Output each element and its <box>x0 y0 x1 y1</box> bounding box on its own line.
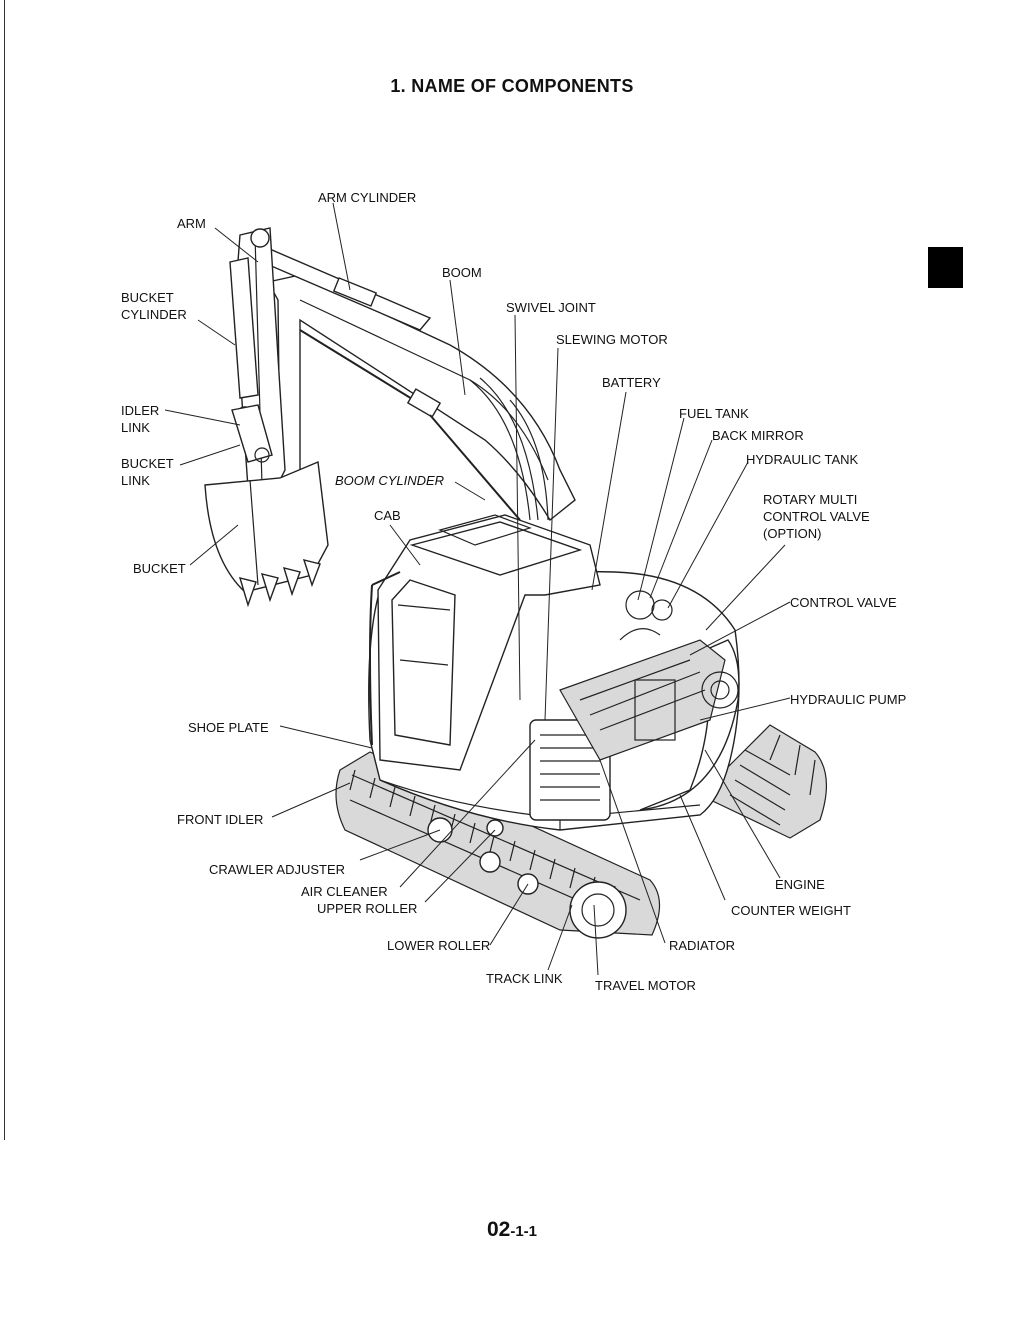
label-bucket-cylinder-line2: CYLINDER <box>121 307 187 322</box>
label-upper-roller: UPPER ROLLER <box>317 901 418 916</box>
label-idler-link-line1: IDLER <box>121 403 160 418</box>
label-engine: ENGINE <box>775 877 825 892</box>
label-arm-cylinder: ARM CYLINDER <box>318 190 417 205</box>
label-cab: CAB <box>374 508 401 523</box>
page-title: 1. NAME OF COMPONENTS <box>390 76 634 96</box>
label-track-link: TRACK LINK <box>486 971 563 986</box>
label-control-valve: CONTROL VALVE <box>790 595 897 610</box>
label-fuel-tank: FUEL TANK <box>679 406 749 421</box>
page-border <box>4 0 5 1140</box>
label-bucket-link-line2: LINK <box>121 473 150 488</box>
section-tab-marker <box>928 247 963 288</box>
label-shoe-plate: SHOE PLATE <box>188 720 269 735</box>
page-number: 02-1-1 <box>0 1218 1024 1242</box>
label-boom: BOOM <box>442 265 482 280</box>
label-rotary-multi-line1: ROTARY MULTI <box>763 492 858 507</box>
right-track <box>698 724 828 839</box>
label-hydraulic-tank: HYDRAULIC TANK <box>746 452 859 467</box>
boom <box>260 249 576 522</box>
left-track <box>335 751 661 939</box>
label-travel-motor: TRAVEL MOTOR <box>595 978 696 993</box>
label-rotary-multi-line3: (OPTION) <box>763 526 822 541</box>
label-battery: BATTERY <box>602 375 661 390</box>
label-air-cleaner: AIR CLEANER <box>301 884 388 899</box>
label-bucket-cylinder-line1: BUCKET <box>121 290 174 305</box>
label-arm: ARM <box>177 216 206 231</box>
label-counter-weight: COUNTER WEIGHT <box>731 903 851 918</box>
label-rotary-multi-line2: CONTROL VALVE <box>763 509 870 524</box>
engine-compartment <box>529 590 739 821</box>
label-idler-link-line2: LINK <box>121 420 150 435</box>
label-lower-roller: LOWER ROLLER <box>387 938 491 953</box>
page-number-main: 02 <box>486 1218 511 1241</box>
leader-lines <box>164 202 791 976</box>
label-radiator: RADIATOR <box>669 938 735 953</box>
page-number-sub: -1-1 <box>510 1223 538 1240</box>
label-crawler-adjuster: CRAWLER ADJUSTER <box>209 862 346 877</box>
label-hydraulic-pump: HYDRAULIC PUMP <box>790 692 907 707</box>
arm <box>229 227 286 491</box>
label-back-mirror: BACK MIRROR <box>712 428 804 443</box>
label-bucket: BUCKET <box>133 561 186 576</box>
label-bucket-link-line1: BUCKET <box>121 456 174 471</box>
cab <box>369 514 601 771</box>
label-slewing-motor: SLEWING MOTOR <box>556 332 668 347</box>
label-boom-cylinder: BOOM CYLINDER <box>335 473 445 488</box>
label-front-idler: FRONT IDLER <box>177 812 264 827</box>
bucket <box>204 460 329 608</box>
label-swivel-joint: SWIVEL JOINT <box>506 300 596 315</box>
